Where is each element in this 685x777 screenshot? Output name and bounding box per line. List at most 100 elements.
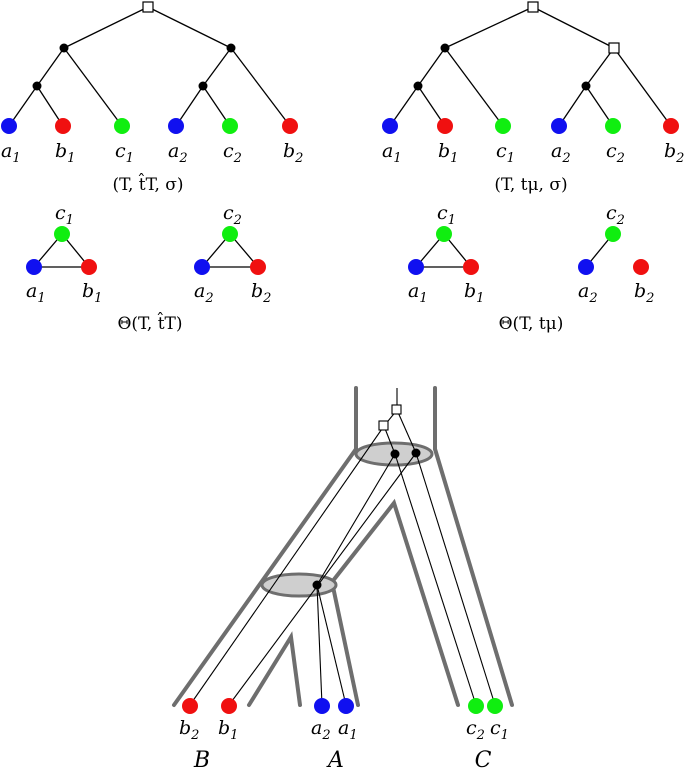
leaf-label: c2 [466, 717, 485, 743]
speciation-node [413, 81, 423, 91]
vertex-a2 [194, 259, 210, 275]
tube-wall [433, 447, 514, 707]
duplication-node [142, 1, 154, 13]
speciation-node [440, 43, 450, 53]
leaf-a2 [168, 118, 184, 134]
leaf-label: c1 [115, 140, 134, 166]
tree-edge [417, 47, 446, 87]
leaf-a2 [551, 118, 567, 134]
tube-wall [330, 498, 460, 707]
leaf-c2 [222, 118, 238, 134]
leaf-b2 [663, 118, 679, 134]
caption-tree-right: (T, tμ, σ) [494, 175, 567, 195]
leaf-label: c1 [490, 717, 509, 743]
caption-graph-left: Θ(T, t̂T) [117, 312, 182, 334]
vertex-label: b1 [464, 280, 484, 306]
gene-tree-left [8, 6, 291, 127]
tube-wall [247, 631, 302, 707]
tree-edge [558, 85, 587, 127]
tree-edge [175, 85, 204, 127]
speciation-node [312, 580, 322, 590]
leaf-label: c1 [496, 140, 515, 166]
species-label-c: C [475, 748, 492, 773]
vertex-label: a1 [26, 280, 46, 306]
vertex-a1 [408, 259, 424, 275]
leaf-c1 [495, 118, 511, 134]
speciation-node [411, 448, 421, 458]
vertex-a1 [26, 259, 42, 275]
vertex-c1 [54, 226, 70, 242]
embedded-gene-nodes [182, 404, 503, 714]
vertex-label: a2 [578, 280, 598, 306]
speciation-node [390, 449, 400, 459]
vertex-b1 [81, 259, 97, 275]
tree-edge [417, 85, 446, 127]
tree-edge [585, 47, 615, 87]
species-label-a: A [326, 748, 344, 773]
leaf-label: a2 [168, 140, 188, 166]
gene-tree-right [389, 6, 672, 127]
leaf-label: a1 [1, 140, 21, 166]
leaf-c2 [468, 698, 484, 714]
gene-edge [383, 425, 396, 455]
leaf-a1 [382, 118, 398, 134]
leaf-label: b2 [179, 717, 199, 743]
vertex-c2 [605, 226, 621, 242]
vertex-c1 [436, 226, 452, 242]
tree-edge [147, 6, 232, 49]
duplication-node [378, 420, 389, 431]
leaf-label: a2 [311, 717, 331, 743]
tube-wall [330, 580, 360, 707]
leaf-label: c2 [223, 140, 242, 166]
gene-edge [316, 584, 347, 706]
vertex-label: b2 [634, 280, 654, 306]
tree-edge [585, 85, 614, 127]
embedded-gene-tree [189, 388, 496, 706]
leaf-label: b1 [218, 717, 238, 743]
gene-tree-left-nodes [1, 1, 298, 134]
tree-edge [230, 47, 291, 127]
vertex-b2 [633, 259, 649, 275]
speciation-node [32, 81, 42, 91]
orthology-graph-right: c1 a1 b1 c2 a2 b2 Θ(T, tμ) [408, 202, 654, 334]
tree-edge [532, 6, 615, 49]
species-label-b: B [193, 748, 210, 773]
vertex-label: b2 [251, 280, 271, 306]
tree-edge [444, 47, 504, 127]
vertex-label: c1 [55, 202, 74, 228]
leaf-label: a1 [382, 140, 402, 166]
leaf-b2 [182, 698, 198, 714]
vertex-b1 [463, 259, 479, 275]
leaf-label: c2 [606, 140, 625, 166]
gene-edge [316, 584, 323, 706]
leaf-b1 [221, 698, 237, 714]
gene-edge [316, 453, 396, 586]
vertex-label: c2 [606, 202, 625, 228]
leaf-label: b2 [283, 140, 303, 166]
tree-edge [202, 47, 232, 87]
gene-edge [228, 452, 417, 706]
species-tree-tube [172, 386, 514, 707]
tree-edge [63, 47, 123, 127]
tree-edge [63, 6, 149, 49]
gene-tree-right-labels: a1 b1 c1 a2 c2 b2 (T, tμ, σ) [382, 140, 684, 195]
leaf-c1 [487, 698, 503, 714]
vertex-c2 [222, 226, 238, 242]
leaf-label: b2 [664, 140, 684, 166]
gene-edge [394, 453, 477, 706]
vertex-label: a2 [194, 280, 214, 306]
caption-graph-right: Θ(T, tμ) [499, 314, 564, 334]
leaf-b1 [437, 118, 453, 134]
species-labels: B A C [193, 748, 492, 773]
leaf-a1 [1, 118, 17, 134]
gene-edge [189, 425, 385, 706]
leaf-c1 [114, 118, 130, 134]
duplication-node [608, 42, 620, 54]
duplication-node [391, 404, 402, 415]
leaf-a2 [314, 698, 330, 714]
embedded-leaf-labels: b2 b1 a2 a1 c2 c1 [179, 717, 509, 743]
tree-edge [8, 85, 38, 127]
tube-wall [172, 447, 358, 707]
vertex-label: c1 [437, 202, 456, 228]
